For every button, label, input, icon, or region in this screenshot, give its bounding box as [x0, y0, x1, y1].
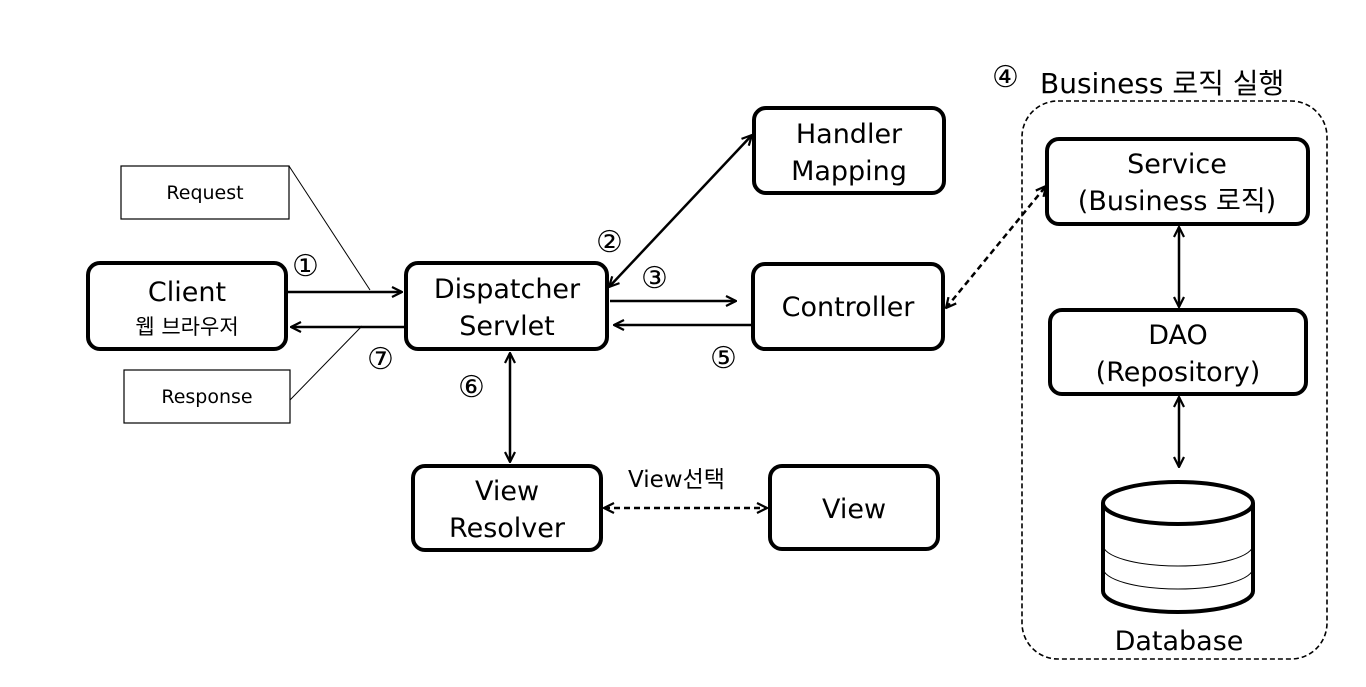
response-note-leader: [289, 325, 363, 401]
view-select-label: View선택: [628, 467, 725, 493]
database-node: Database: [1101, 480, 1255, 657]
view-resolver-box: [411, 464, 603, 552]
business-step-number: ④: [992, 60, 1019, 95]
handler-mapping-line1: Handler: [796, 119, 903, 150]
controller-label: Controller: [782, 292, 916, 323]
step-3-label: ③: [641, 261, 668, 296]
database-band-1: [1102, 544, 1254, 567]
handler-mapping-box: [752, 106, 946, 195]
arrow-controller-service: [946, 186, 1046, 308]
client-node: Client 웹 브라우저: [86, 261, 288, 351]
response-note-label: Response: [161, 386, 252, 408]
request-note-box: [120, 165, 290, 220]
database-cylinder-top: [1101, 480, 1255, 526]
dispatcher-servlet-line1: Dispatcher: [434, 274, 581, 305]
view-node: View: [768, 464, 940, 551]
client-title: Client: [148, 277, 226, 308]
controller-node: Controller: [751, 262, 945, 351]
database-label: Database: [1115, 626, 1244, 657]
service-line1: Service: [1127, 149, 1227, 180]
dispatcher-servlet-line2: Servlet: [459, 311, 555, 342]
dao-line1: DAO: [1148, 320, 1208, 351]
view-box: [768, 464, 940, 551]
dao-box: [1048, 308, 1308, 396]
request-note-leader: [288, 165, 371, 291]
database-band-2: [1102, 567, 1254, 590]
service-node: Service (Business 로직): [1045, 137, 1310, 226]
arrow-dispatcher-handler-mapping: [609, 135, 752, 287]
view-label: View: [822, 494, 886, 525]
request-note: Request: [120, 165, 371, 291]
business-group-border: [1021, 100, 1328, 660]
business-group-title: Business 로직 실행: [1040, 67, 1284, 100]
step-2-label: ②: [596, 225, 623, 260]
database-cylinder-body: [1101, 503, 1255, 614]
request-note-label: Request: [166, 182, 243, 204]
step-7-label: ⑦: [367, 342, 394, 377]
dao-node: DAO (Repository): [1048, 308, 1308, 396]
view-resolver-line1: View: [475, 476, 539, 507]
dispatcher-servlet-node: Dispatcher Servlet: [404, 261, 609, 351]
business-logic-group: ④ Business 로직 실행: [992, 60, 1328, 660]
service-line2: (Business 로직): [1078, 186, 1276, 217]
client-box: [86, 261, 288, 351]
view-resolver-node: View Resolver: [411, 464, 603, 552]
step-6-label: ⑥: [458, 370, 485, 405]
dispatcher-servlet-box: [404, 261, 609, 351]
client-subtitle: 웹 브라우저: [135, 315, 238, 339]
handler-mapping-line2: Mapping: [791, 156, 907, 187]
step-1-label: ①: [292, 249, 319, 284]
response-note: Response: [123, 325, 363, 424]
step-5-label: ⑤: [710, 341, 737, 376]
dao-line2: (Repository): [1096, 357, 1261, 388]
service-box: [1045, 137, 1310, 226]
response-note-box: [123, 369, 291, 424]
handler-mapping-node: Handler Mapping: [752, 106, 946, 195]
view-resolver-line2: Resolver: [449, 513, 566, 544]
controller-box: [751, 262, 945, 351]
